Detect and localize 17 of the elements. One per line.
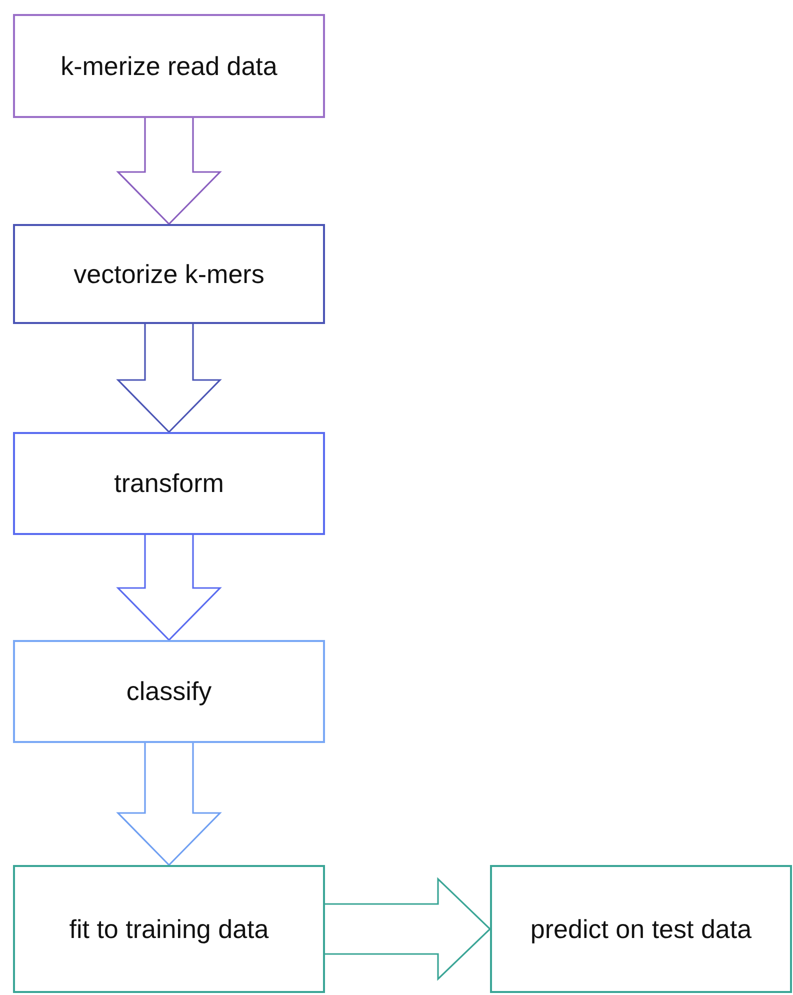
block-arrow <box>116 323 222 434</box>
block-arrow <box>116 742 222 866</box>
step-label: predict on test data <box>530 912 752 946</box>
block-arrow <box>116 117 222 226</box>
block-arrow <box>324 877 492 981</box>
step-label: transform <box>114 467 224 500</box>
step-label: vectorize k-mers <box>74 258 264 290</box>
step-label: fit to training data <box>69 912 269 946</box>
process-box <box>13 14 325 118</box>
step-label: classify <box>126 675 212 708</box>
process-box <box>13 865 325 993</box>
step-label: k-merize read data <box>60 50 278 82</box>
process-box <box>490 865 792 993</box>
process-box <box>13 432 325 535</box>
process-box <box>13 640 325 743</box>
block-arrow <box>116 534 222 642</box>
process-box <box>13 224 325 324</box>
